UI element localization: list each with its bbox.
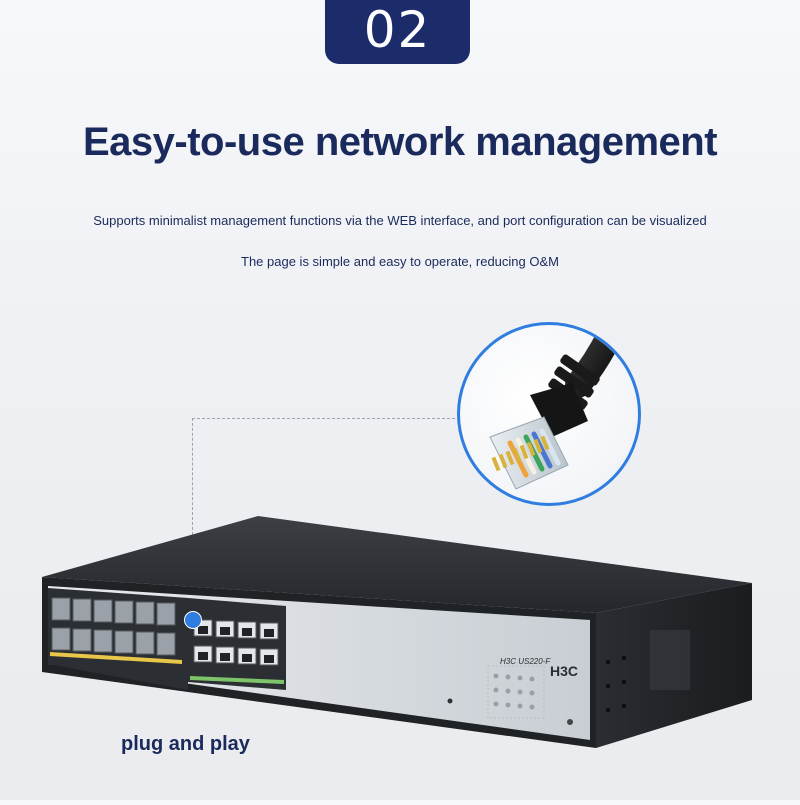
led-matrix [493, 673, 535, 710]
section-number: 02 [363, 1, 432, 59]
callout-dot-icon [184, 611, 202, 629]
callout-line-vertical [192, 418, 193, 614]
model-label: H3C US220-F [500, 657, 551, 666]
brand-logo: H3C [550, 663, 578, 679]
subtitle-2: The page is simple and easy to operate, … [241, 254, 559, 269]
reset-hole [447, 698, 453, 704]
sfp-ports [51, 597, 176, 656]
section-number-badge: 02 [325, 0, 470, 64]
switch-top [42, 516, 752, 613]
sys-led [567, 719, 573, 725]
callout-line-horizontal [192, 418, 460, 419]
subtitle-1: Supports minimalist management functions… [93, 213, 707, 228]
page-title: Easy-to-use network management [82, 120, 718, 164]
tagline: plug and play [121, 733, 250, 755]
